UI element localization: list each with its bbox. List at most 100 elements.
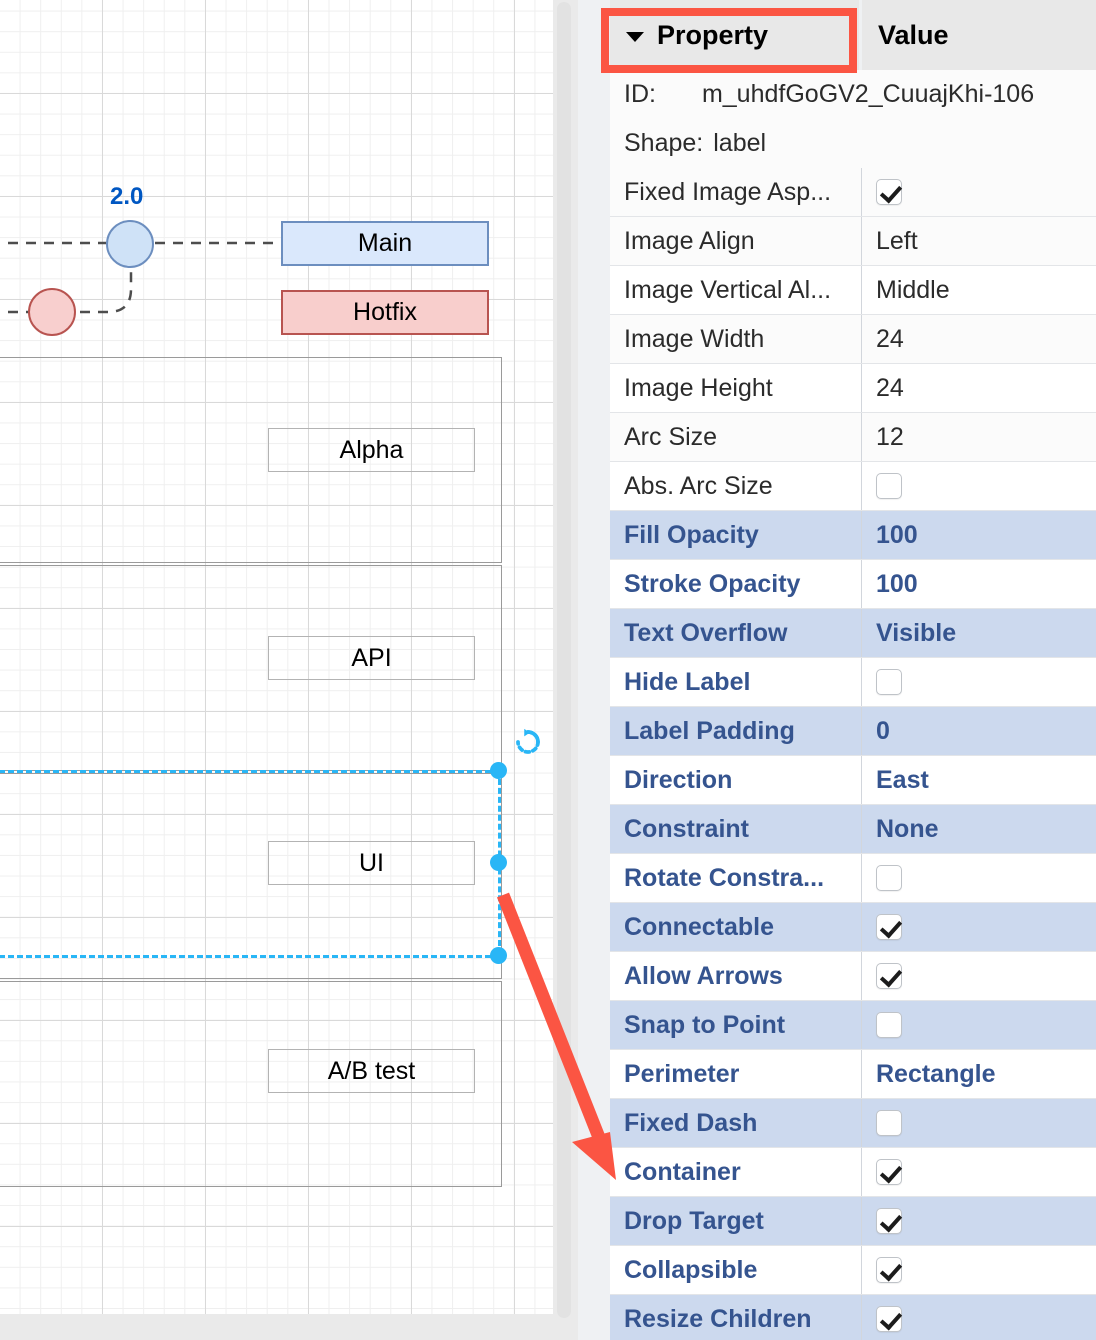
property-value[interactable]: 24 <box>876 324 904 353</box>
checkbox-checked-icon[interactable] <box>876 1257 902 1283</box>
column-header-property-label: Property <box>657 19 769 50</box>
property-row[interactable]: Fixed Dash <box>610 1099 1096 1148</box>
property-value[interactable] <box>862 1246 1096 1294</box>
checkbox-checked-icon[interactable] <box>876 179 902 205</box>
column-header-value-label: Value <box>878 19 949 50</box>
property-row[interactable]: Abs. Arc Size <box>610 462 1096 511</box>
meta-row-id: ID: m_uhdfGoGV2_CuuajKhi-106 <box>610 70 1096 119</box>
property-row[interactable]: Hide Label <box>610 658 1096 707</box>
checkbox-checked-icon[interactable] <box>876 963 902 989</box>
property-name: Rotate Constra... <box>610 854 862 902</box>
property-value[interactable]: Middle <box>876 275 950 304</box>
property-value[interactable] <box>862 658 1096 706</box>
checkbox-checked-icon[interactable] <box>876 1159 902 1185</box>
resize-handle-top-right[interactable] <box>490 762 507 779</box>
property-row[interactable]: Fill Opacity 100 <box>610 511 1096 560</box>
property-value[interactable]: None <box>876 814 939 843</box>
property-name: Image Width <box>610 315 862 363</box>
checkbox-unchecked-icon[interactable] <box>876 865 902 891</box>
property-row[interactable]: Allow Arrows <box>610 952 1096 1001</box>
property-row[interactable]: Constraint None <box>610 805 1096 854</box>
property-row[interactable]: Fixed Image Asp... <box>610 168 1096 217</box>
checkbox-unchecked-icon[interactable] <box>876 1110 902 1136</box>
property-value[interactable]: Left <box>876 226 918 255</box>
column-header-property[interactable]: Property <box>610 0 862 70</box>
property-value[interactable] <box>862 1001 1096 1049</box>
property-row[interactable]: Drop Target <box>610 1197 1096 1246</box>
selection-guide-bottom <box>0 955 500 958</box>
property-value[interactable] <box>862 462 1096 510</box>
property-name: Constraint <box>610 805 862 853</box>
property-name: Connectable <box>610 903 862 951</box>
resize-handle-bottom-right[interactable] <box>490 947 507 964</box>
checkbox-checked-icon[interactable] <box>876 1306 902 1332</box>
commit-node-main[interactable] <box>106 220 154 268</box>
caret-down-icon[interactable] <box>626 31 644 42</box>
container-outline-ui[interactable] <box>0 773 502 979</box>
resize-handle-right[interactable] <box>490 854 507 871</box>
rotate-icon[interactable] <box>513 727 543 757</box>
meta-value-shape: label <box>713 129 767 157</box>
format-panel: Property Value ID: m_uhdfGoGV2_CuuajKhi-… <box>578 0 1096 1340</box>
property-name: Fixed Image Asp... <box>610 168 862 216</box>
node-hotfix[interactable]: Hotfix <box>281 290 489 335</box>
property-name: Hide Label <box>610 658 862 706</box>
node-alpha[interactable]: Alpha <box>268 428 475 472</box>
property-name: Fixed Dash <box>610 1099 862 1147</box>
checkbox-unchecked-icon[interactable] <box>876 669 902 695</box>
property-value[interactable]: 0 <box>876 716 890 745</box>
property-row[interactable]: Container <box>610 1148 1096 1197</box>
property-value[interactable] <box>862 903 1096 951</box>
property-row[interactable]: Rotate Constra... <box>610 854 1096 903</box>
property-value[interactable] <box>862 1295 1096 1340</box>
property-value[interactable]: Rectangle <box>876 1059 996 1088</box>
property-row[interactable]: Snap to Point <box>610 1001 1096 1050</box>
checkbox-checked-icon[interactable] <box>876 1208 902 1234</box>
node-main[interactable]: Main <box>281 221 489 266</box>
column-header-value[interactable]: Value <box>862 0 1096 70</box>
property-row[interactable]: Direction East <box>610 756 1096 805</box>
property-value[interactable] <box>862 952 1096 1000</box>
commit-node-hotfix[interactable] <box>28 288 76 336</box>
property-name: Fill Opacity <box>610 511 862 559</box>
property-name: Direction <box>610 756 862 804</box>
property-row[interactable]: Image Width 24 <box>610 315 1096 364</box>
meta-key-id: ID: <box>624 80 656 108</box>
property-row[interactable]: Perimeter Rectangle <box>610 1050 1096 1099</box>
property-value[interactable]: 100 <box>876 569 918 598</box>
property-name: Container <box>610 1148 862 1196</box>
checkbox-unchecked-icon[interactable] <box>876 1012 902 1038</box>
property-value[interactable] <box>862 1197 1096 1245</box>
container-outline-alpha[interactable] <box>0 357 502 563</box>
property-value[interactable]: 24 <box>876 373 904 402</box>
property-name: Perimeter <box>610 1050 862 1098</box>
property-row[interactable]: Connectable <box>610 903 1096 952</box>
property-row[interactable]: Stroke Opacity 100 <box>610 560 1096 609</box>
connector-edges <box>0 241 282 314</box>
property-name: Collapsible <box>610 1246 862 1294</box>
property-value[interactable] <box>862 168 1096 216</box>
checkbox-unchecked-icon[interactable] <box>876 473 902 499</box>
node-abtest[interactable]: A/B test <box>268 1049 475 1093</box>
property-row[interactable]: Collapsible <box>610 1246 1096 1295</box>
property-value[interactable] <box>862 1099 1096 1147</box>
property-name: Stroke Opacity <box>610 560 862 608</box>
canvas-scrollbar-thumb[interactable] <box>557 2 571 1318</box>
property-value[interactable]: 100 <box>876 520 918 549</box>
node-api[interactable]: API <box>268 636 475 680</box>
property-row[interactable]: Resize Children <box>610 1295 1096 1340</box>
property-row[interactable]: Image Vertical Al...Middle <box>610 266 1096 315</box>
property-value[interactable]: 12 <box>876 422 904 451</box>
property-value[interactable] <box>862 854 1096 902</box>
property-value[interactable]: Visible <box>876 618 957 647</box>
property-value[interactable] <box>862 1148 1096 1196</box>
diagram-canvas[interactable]: 2.0 Main Hotfix Alpha API UI A/B test <box>0 0 553 1314</box>
property-value[interactable]: East <box>876 765 929 794</box>
checkbox-checked-icon[interactable] <box>876 914 902 940</box>
node-ui[interactable]: UI <box>268 841 475 885</box>
